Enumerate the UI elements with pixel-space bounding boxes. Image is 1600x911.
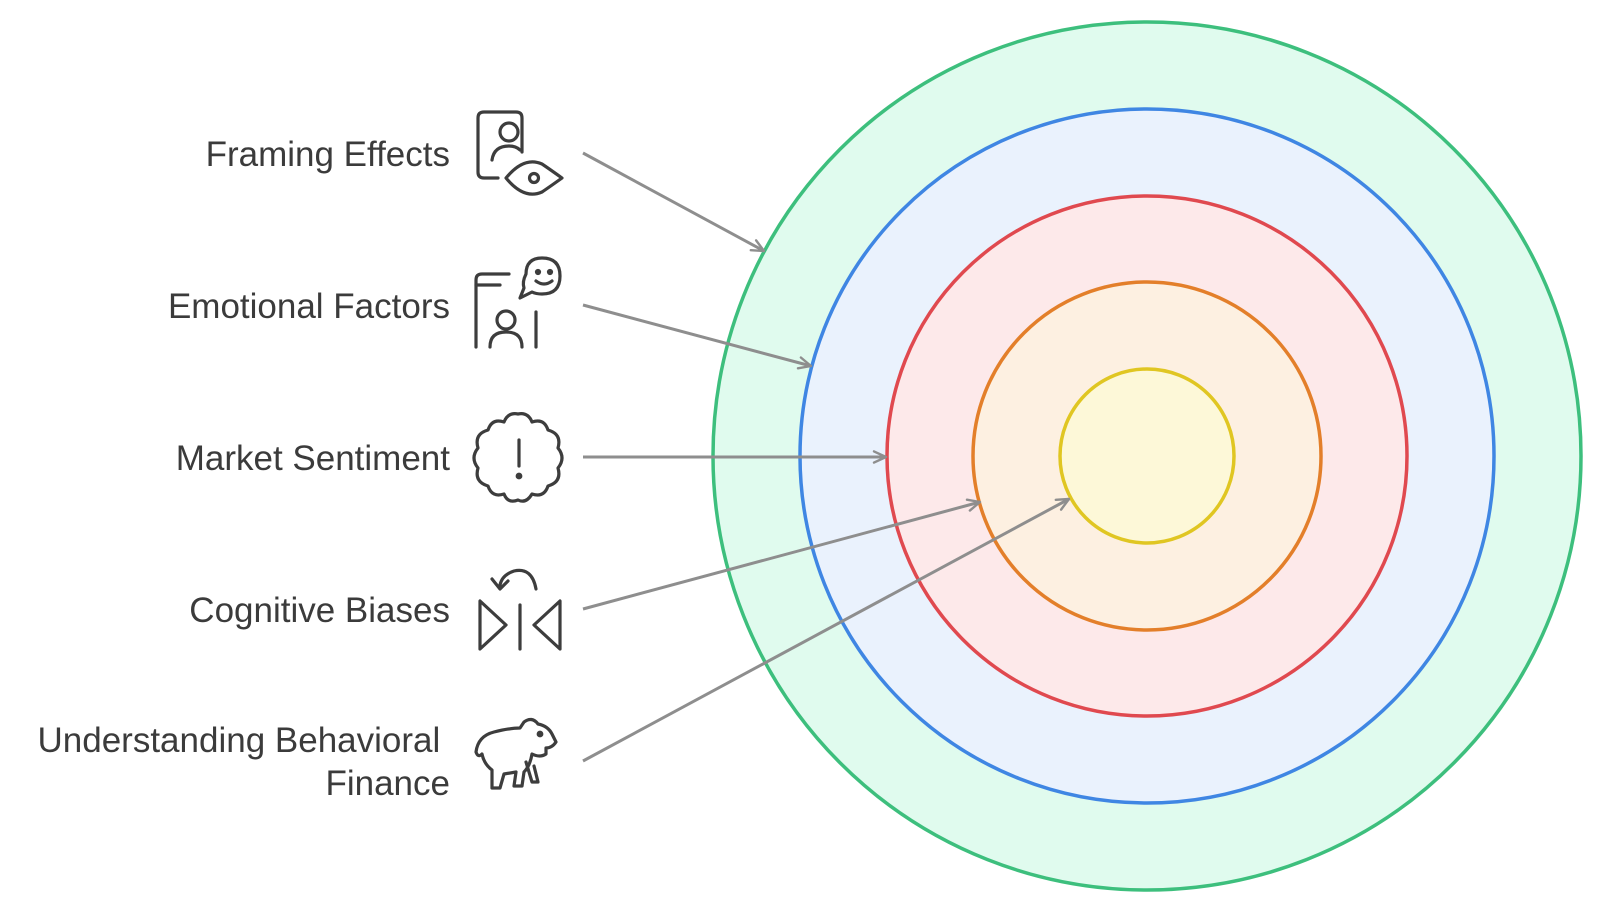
ring-understanding-behavioral-finance [1058,367,1236,545]
flip-triangles-icon [478,568,562,651]
arrow-framing-effects [582,151,766,253]
label-framing-effects: Framing Effects [206,135,450,174]
arrow-understanding-behavioral-finance [582,497,1071,763]
concentric-rings [711,20,1583,892]
cloud-alert-icon [472,412,564,503]
label-market-sentiment: Market Sentiment [176,439,451,478]
arrow-emotional-factors [582,303,813,370]
label-emotional-factors: Emotional Factors [168,287,450,326]
arrows [582,151,1071,763]
label-understanding-behavioral-finance: Understanding Behavioral Finance [38,721,451,803]
person-eye-icon [476,110,564,196]
arrow-cognitive-biases [582,498,982,611]
emotion-chat-icon [474,256,562,349]
label-cognitive-biases: Cognitive Biases [189,591,450,630]
icons [472,110,564,790]
labels: Framing Effects Emotional Factors Market… [38,135,451,803]
bear-icon [474,717,558,790]
